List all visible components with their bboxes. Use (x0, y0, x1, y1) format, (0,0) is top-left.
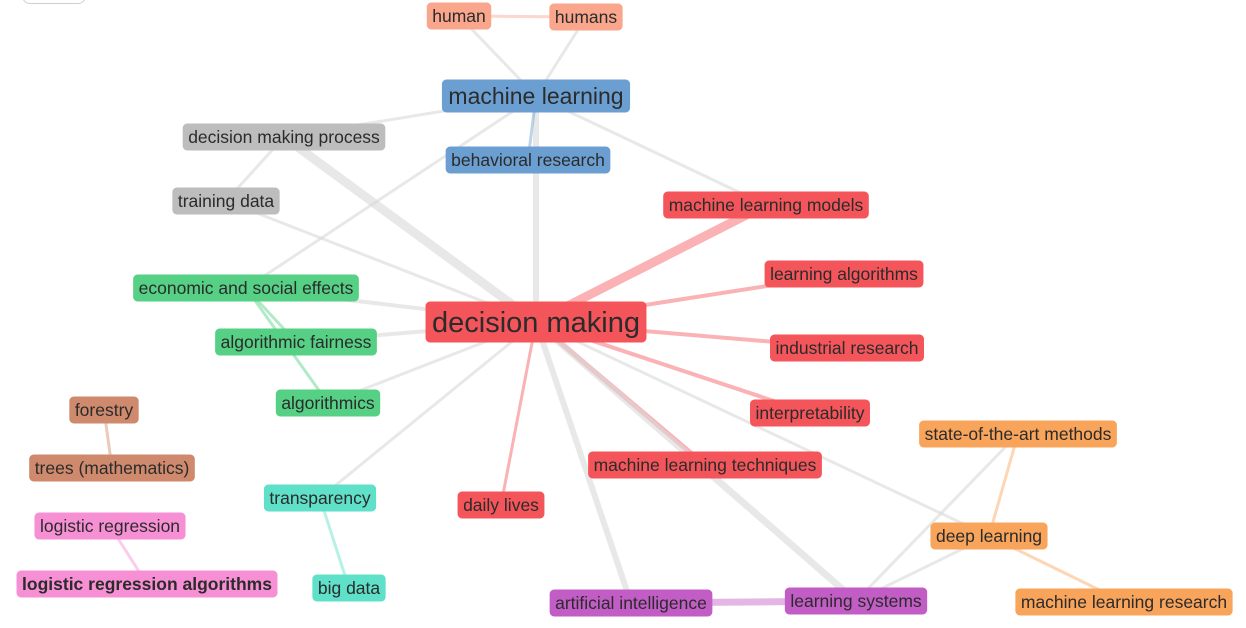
node-label: decision making process (188, 127, 380, 147)
node-box[interactable] (312, 574, 386, 602)
node-label: machine learning models (669, 195, 864, 215)
node-label: trees (mathematics) (35, 458, 190, 478)
node-decision-making-process[interactable]: decision making process (182, 123, 386, 151)
node-box[interactable] (425, 301, 647, 343)
node-label: forestry (75, 400, 134, 420)
edge-decision-making-to-artificial-intelligence (533, 319, 634, 606)
node-behavioral-research[interactable]: behavioral research (445, 146, 611, 174)
node-box[interactable] (445, 146, 611, 174)
node-big-data[interactable]: big data (312, 574, 386, 602)
node-box[interactable] (69, 396, 139, 424)
edge-machine-learning-to-economic-and-social-effects (244, 94, 538, 290)
edge-decision-making-to-daily-lives (499, 320, 538, 507)
node-box[interactable] (1015, 588, 1233, 616)
edge-decision-making-process-to-decision-making (279, 132, 541, 327)
node-box[interactable] (426, 2, 492, 30)
node-label: decision making (432, 307, 640, 339)
nodes-layer: decision making machine learning behaviora… (16, 2, 1233, 617)
node-daily-lives[interactable]: daily lives (457, 491, 545, 519)
node-label: artificial intelligence (555, 593, 707, 613)
node-logistic-regression-algorithms[interactable]: logistic regression algorithms (16, 570, 278, 598)
node-box[interactable] (930, 522, 1048, 550)
node-machine-learning-models[interactable]: machine learning models (663, 191, 869, 219)
node-box[interactable] (784, 587, 928, 615)
node-label: human (432, 6, 486, 26)
node-label: machine learning (448, 83, 623, 109)
node-box[interactable] (549, 3, 623, 31)
node-label: humans (555, 7, 618, 27)
node-interpretability[interactable]: interpretability (750, 399, 870, 427)
edge-state-of-the-art-methods-to-deep-learning (987, 432, 1020, 538)
node-label: state-of-the-art methods (925, 424, 1112, 444)
node-label: behavioral research (451, 150, 605, 170)
node-industrial-research[interactable]: industrial research (770, 334, 924, 362)
node-machine-learning-techniques[interactable]: machine learning techniques (588, 451, 822, 479)
node-label: machine learning techniques (594, 455, 817, 475)
edge-transparency-to-big-data (318, 496, 351, 590)
node-transparency[interactable]: transparency (263, 484, 377, 512)
node-box[interactable] (133, 274, 359, 302)
node-state-of-the-art-methods[interactable]: state-of-the-art methods (919, 420, 1117, 448)
edge-decision-making-to-deep-learning (534, 320, 991, 538)
edge-decision-making-to-transparency (318, 320, 538, 500)
node-label: algorithmics (281, 393, 375, 413)
edge-machine-learning-to-machine-learning-models (534, 94, 768, 207)
node-label: deep learning (936, 526, 1042, 546)
node-box[interactable] (34, 512, 186, 540)
node-label: algorithmic fairness (221, 332, 372, 352)
node-box[interactable] (275, 389, 381, 417)
node-forestry[interactable]: forestry (69, 396, 139, 424)
node-label: daily lives (463, 495, 539, 515)
node-box[interactable] (215, 328, 377, 356)
node-box[interactable] (750, 399, 870, 427)
node-box[interactable] (263, 484, 377, 512)
node-box[interactable] (182, 123, 386, 151)
node-box[interactable] (770, 334, 924, 362)
node-learning-systems[interactable]: learning systems (784, 587, 928, 615)
node-box[interactable] (29, 454, 195, 482)
node-box[interactable] (457, 491, 545, 519)
node-box[interactable] (16, 570, 278, 598)
node-label: learning systems (790, 591, 922, 611)
node-human[interactable]: human (426, 2, 492, 30)
node-box[interactable] (172, 187, 280, 215)
node-label: big data (318, 578, 381, 598)
node-box[interactable] (919, 420, 1117, 448)
node-label: industrial research (776, 338, 919, 358)
node-label: economic and social effects (139, 278, 354, 298)
node-algorithmic-fairness[interactable]: algorithmic fairness (215, 328, 377, 356)
node-box[interactable] (588, 451, 822, 479)
node-learning-algorithms[interactable]: learning algorithms (764, 260, 924, 288)
node-label: learning algorithms (770, 264, 918, 284)
node-label: logistic regression algorithms (22, 574, 272, 594)
node-logistic-regression[interactable]: logistic regression (34, 512, 186, 540)
node-label: interpretability (756, 403, 865, 423)
node-trees-mathematics[interactable]: trees (mathematics) (29, 454, 195, 482)
node-deep-learning[interactable]: deep learning (930, 522, 1048, 550)
node-machine-learning[interactable]: machine learning (441, 79, 631, 113)
node-box[interactable] (549, 589, 713, 617)
node-box[interactable] (663, 191, 869, 219)
node-box[interactable] (441, 79, 631, 113)
node-label: transparency (269, 488, 370, 508)
node-economic-and-social-effects[interactable]: economic and social effects (133, 274, 359, 302)
node-humans[interactable]: humans (549, 3, 623, 31)
node-label: training data (178, 191, 275, 211)
node-algorithmics[interactable]: algorithmics (275, 389, 381, 417)
node-label: machine learning research (1021, 592, 1227, 612)
node-box[interactable] (764, 260, 924, 288)
node-artificial-intelligence[interactable]: artificial intelligence (549, 589, 713, 617)
edge-learning-systems-to-state-of-the-art-methods (854, 432, 1020, 603)
node-machine-learning-research[interactable]: machine learning research (1015, 588, 1233, 616)
node-label: logistic regression (40, 516, 180, 536)
node-training-data[interactable]: training data (172, 187, 280, 215)
node-decision-making[interactable]: decision making (425, 301, 647, 343)
